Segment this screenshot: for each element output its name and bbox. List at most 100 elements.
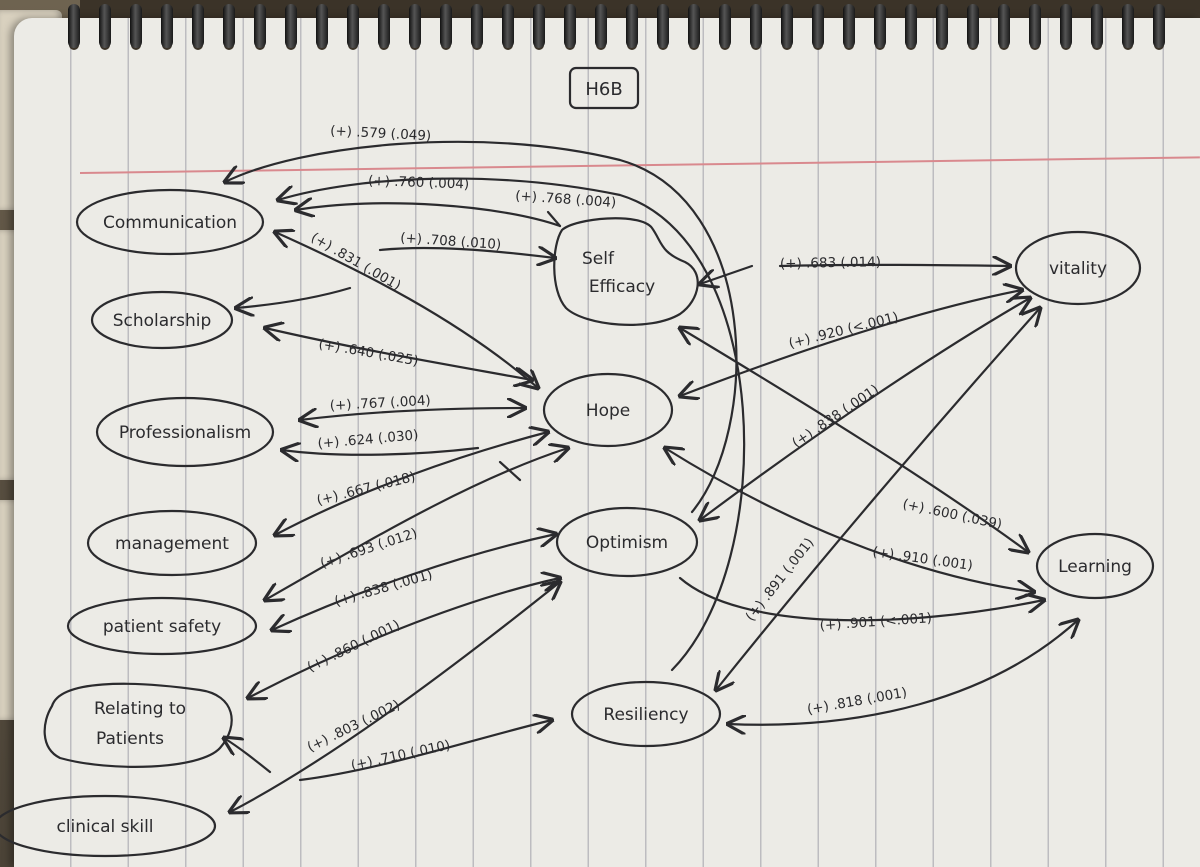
binding-coil bbox=[1153, 4, 1165, 48]
node-hope: Hope bbox=[542, 372, 674, 448]
binding-coil bbox=[285, 4, 297, 48]
node-learning: Learning bbox=[1035, 532, 1155, 600]
node-scholarship: Scholarship bbox=[90, 290, 234, 350]
edge-arrow bbox=[700, 264, 754, 284]
edge-label: (+) .600 (.039) bbox=[901, 496, 1003, 533]
binding-coil bbox=[254, 4, 266, 48]
node-professionalism: Professionalism bbox=[95, 396, 275, 468]
edge-label: (+) .708 (.010) bbox=[400, 230, 502, 253]
edge-arrow bbox=[248, 578, 560, 698]
edge-arrow bbox=[236, 286, 352, 308]
node-vitality: vitality bbox=[1014, 230, 1142, 306]
node-label: Patients bbox=[96, 729, 164, 749]
node-label: Communication bbox=[103, 213, 237, 233]
spiral-binding bbox=[60, 0, 1200, 52]
node-label: Resiliency bbox=[603, 705, 688, 725]
node-label: Relating to bbox=[94, 699, 186, 719]
binding-coil bbox=[812, 4, 824, 48]
node-label: Learning bbox=[1058, 557, 1132, 577]
binding-coil bbox=[68, 4, 80, 48]
node-label: Professionalism bbox=[119, 423, 251, 443]
binding-coil bbox=[1029, 4, 1041, 48]
binding-coil bbox=[502, 4, 514, 48]
edge-label: (+) .693 (.012) bbox=[318, 525, 419, 571]
edge-label: (+) .818 (.001) bbox=[806, 685, 908, 718]
diagram-title: H6B bbox=[585, 79, 622, 100]
edge-label: (+) .767 (.004) bbox=[329, 393, 431, 414]
node-optimism: Optimism bbox=[555, 506, 699, 578]
binding-coil bbox=[843, 4, 855, 48]
edge-label: (+) .710 (.010) bbox=[350, 737, 452, 774]
binding-coil bbox=[223, 4, 235, 48]
edge-label: (+) .831 (.001) bbox=[308, 230, 404, 294]
edge-arrow bbox=[728, 620, 1078, 725]
binding-coil bbox=[161, 4, 173, 48]
binding-coil bbox=[905, 4, 917, 48]
edge-arrow bbox=[665, 448, 1034, 592]
binding-coil bbox=[998, 4, 1010, 48]
binding-coil bbox=[626, 4, 638, 48]
edge-arrow bbox=[296, 203, 562, 228]
edge-label: (+) .683 (.014) bbox=[780, 254, 881, 272]
binding-coil bbox=[688, 4, 700, 48]
edge-arrow bbox=[225, 140, 738, 514]
edge-label: (+) .760 (.004) bbox=[368, 173, 470, 193]
node-management: management bbox=[86, 509, 258, 577]
edge-arrow bbox=[298, 720, 552, 782]
binding-coil bbox=[378, 4, 390, 48]
binding-coil bbox=[1091, 4, 1103, 48]
node-label: Optimism bbox=[586, 533, 668, 553]
node-label: Efficacy bbox=[589, 277, 655, 297]
node-patient-safety: patient safety bbox=[66, 596, 258, 656]
edge-label: (+) .901 (<.001) bbox=[819, 610, 932, 634]
binding-coil bbox=[936, 4, 948, 48]
binding-coil bbox=[533, 4, 545, 48]
edge-label: (+) .838 (.001) bbox=[789, 382, 882, 452]
binding-coil bbox=[440, 4, 452, 48]
node-label: Hope bbox=[586, 401, 630, 421]
binding-coil bbox=[409, 4, 421, 48]
edge-arrow bbox=[282, 448, 480, 455]
edge-arrow bbox=[224, 738, 272, 774]
edge-label: (+) .838 (.001) bbox=[333, 567, 435, 610]
binding-coil bbox=[1060, 4, 1072, 48]
edge-arrow bbox=[778, 265, 1010, 266]
edge-label: (+) .624 (.030) bbox=[317, 427, 419, 452]
edges bbox=[224, 140, 1078, 812]
edge-label: (+) .640 (.025) bbox=[317, 336, 419, 369]
binding-coil bbox=[781, 4, 793, 48]
node-communication: Communication bbox=[75, 188, 265, 256]
node-label: Scholarship bbox=[113, 311, 212, 331]
binding-coil bbox=[99, 4, 111, 48]
edge-label: (+) .579 (.049) bbox=[330, 123, 432, 144]
edge-tick bbox=[546, 210, 562, 228]
edge-label: (+) .768 (.004) bbox=[515, 188, 617, 211]
title-box: H6B bbox=[568, 66, 640, 110]
binding-coil bbox=[874, 4, 886, 48]
edge-arrow bbox=[265, 328, 532, 380]
binding-coil bbox=[967, 4, 979, 48]
edge-label: (+) .860 (.001) bbox=[305, 617, 403, 676]
binding-coil bbox=[657, 4, 669, 48]
edge-label: (+) .667 (.018) bbox=[315, 469, 417, 509]
binding-coil bbox=[1122, 4, 1134, 48]
node-label: vitality bbox=[1049, 259, 1107, 279]
node-label: patient safety bbox=[103, 617, 221, 637]
edge-label: (+) .920 (<.001) bbox=[787, 309, 900, 352]
binding-coil bbox=[564, 4, 576, 48]
edge-arrow bbox=[230, 582, 560, 812]
node-label: clinical skill bbox=[56, 817, 153, 837]
node-label: management bbox=[115, 534, 229, 554]
node-clinical-skill: clinical skill bbox=[0, 794, 217, 858]
binding-coil bbox=[130, 4, 142, 48]
edge-label: (+) .803 (.002) bbox=[305, 697, 403, 756]
binding-coil bbox=[719, 4, 731, 48]
edge-arrow bbox=[300, 408, 525, 420]
node-self-efficacy: Self Efficacy bbox=[553, 217, 699, 326]
binding-coil bbox=[192, 4, 204, 48]
node-resiliency: Resiliency bbox=[570, 680, 722, 748]
edge-label: (+) .910 (.001) bbox=[871, 544, 973, 574]
binding-coil bbox=[595, 4, 607, 48]
node-label: Self bbox=[582, 249, 615, 269]
